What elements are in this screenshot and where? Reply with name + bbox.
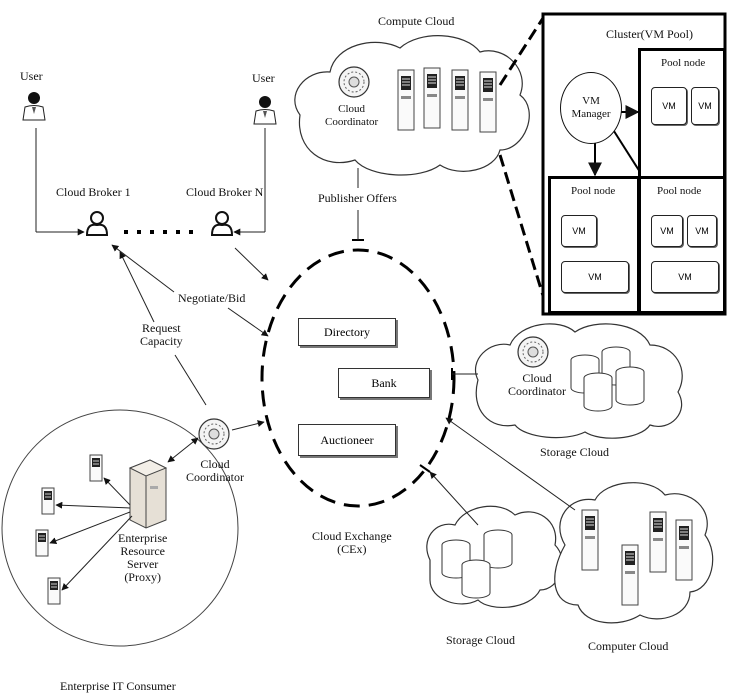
vm-manager-label: VM Manager (571, 95, 611, 120)
user-right-label: User (252, 71, 275, 85)
computer-cloud-label: Computer Cloud (588, 639, 669, 653)
vm-box: VM (691, 87, 719, 125)
enterprise-clients-icon (35, 454, 103, 605)
enterprise-server-icon (128, 459, 168, 529)
cloud-exchange-ring (260, 248, 456, 508)
user-left-label: User (20, 69, 43, 83)
bank-box: Bank (338, 368, 430, 398)
compute-cloud-label: Compute Cloud (378, 14, 455, 28)
enterprise-consumer-label: Enterprise IT Consumer (60, 679, 176, 693)
pool-node-2-label: Pool node (571, 185, 616, 197)
cloud-coordinator-mid-icon (198, 418, 230, 450)
cloud-coordinator-top-icon (338, 66, 370, 98)
cloud-broker-n-label: Cloud Broker N (186, 185, 264, 199)
vm-label: VM (695, 226, 709, 236)
vm-label: VM (588, 272, 602, 282)
vm-label: VM (660, 226, 674, 236)
negotiate-bid-label: Negotiate/Bid (178, 291, 246, 305)
user-left-icon (22, 91, 46, 121)
vm-label: VM (662, 101, 676, 111)
vm-box: VM (561, 215, 597, 247)
cloud-broker-n-icon (211, 211, 233, 236)
pool-node-1: Pool node VM VM (638, 48, 726, 184)
user-right-icon (253, 95, 277, 125)
publisher-offers-label: Publisher Offers (318, 191, 397, 205)
pool-node-2: Pool node VM VM (548, 176, 640, 314)
pool-node-1-label: Pool node (661, 57, 706, 69)
vm-label: VM (698, 101, 712, 111)
cloud-coordinator-top-label: Cloud Coordinator (325, 103, 379, 128)
cloud-coordinator-right-icon (517, 336, 549, 368)
request-capacity-label: Request Capacity (140, 321, 183, 348)
cloud-coordinator-right-label: Cloud Coordinator (508, 371, 566, 398)
vm-manager-node: VM Manager (560, 72, 622, 144)
directory-label: Directory (324, 324, 370, 339)
bank-label: Bank (371, 375, 397, 390)
cloud-broker-1-icon (86, 211, 108, 236)
vm-label: VM (678, 272, 692, 282)
vm-box: VM (687, 215, 717, 247)
ers-label: Enterprise Resource Server (Proxy) (118, 531, 168, 584)
pool-node-3: Pool node VM VM VM (638, 176, 726, 314)
pool-node-3-label: Pool node (657, 185, 702, 197)
storage-cloud-bottom-label: Storage Cloud (446, 633, 515, 647)
cloud-broker-1-label: Cloud Broker 1 (56, 185, 131, 199)
vm-label: VM (572, 226, 586, 236)
enterprise-boundary (1, 409, 239, 647)
cloud-exchange-label: Cloud Exchange (CEx) (312, 529, 392, 556)
vm-box: VM (651, 261, 719, 293)
directory-box: Directory (298, 318, 396, 346)
vm-box: VM (651, 215, 683, 247)
cluster-title: Cluster(VM Pool) (606, 27, 693, 41)
auctioneer-label: Auctioneer (320, 432, 374, 447)
storage-cloud-right-label: Storage Cloud (540, 445, 609, 459)
vm-box: VM (651, 87, 687, 125)
cloud-coordinator-mid-label: Cloud Coordinator (186, 457, 244, 484)
vm-box: VM (561, 261, 629, 293)
auctioneer-box: Auctioneer (298, 424, 396, 456)
